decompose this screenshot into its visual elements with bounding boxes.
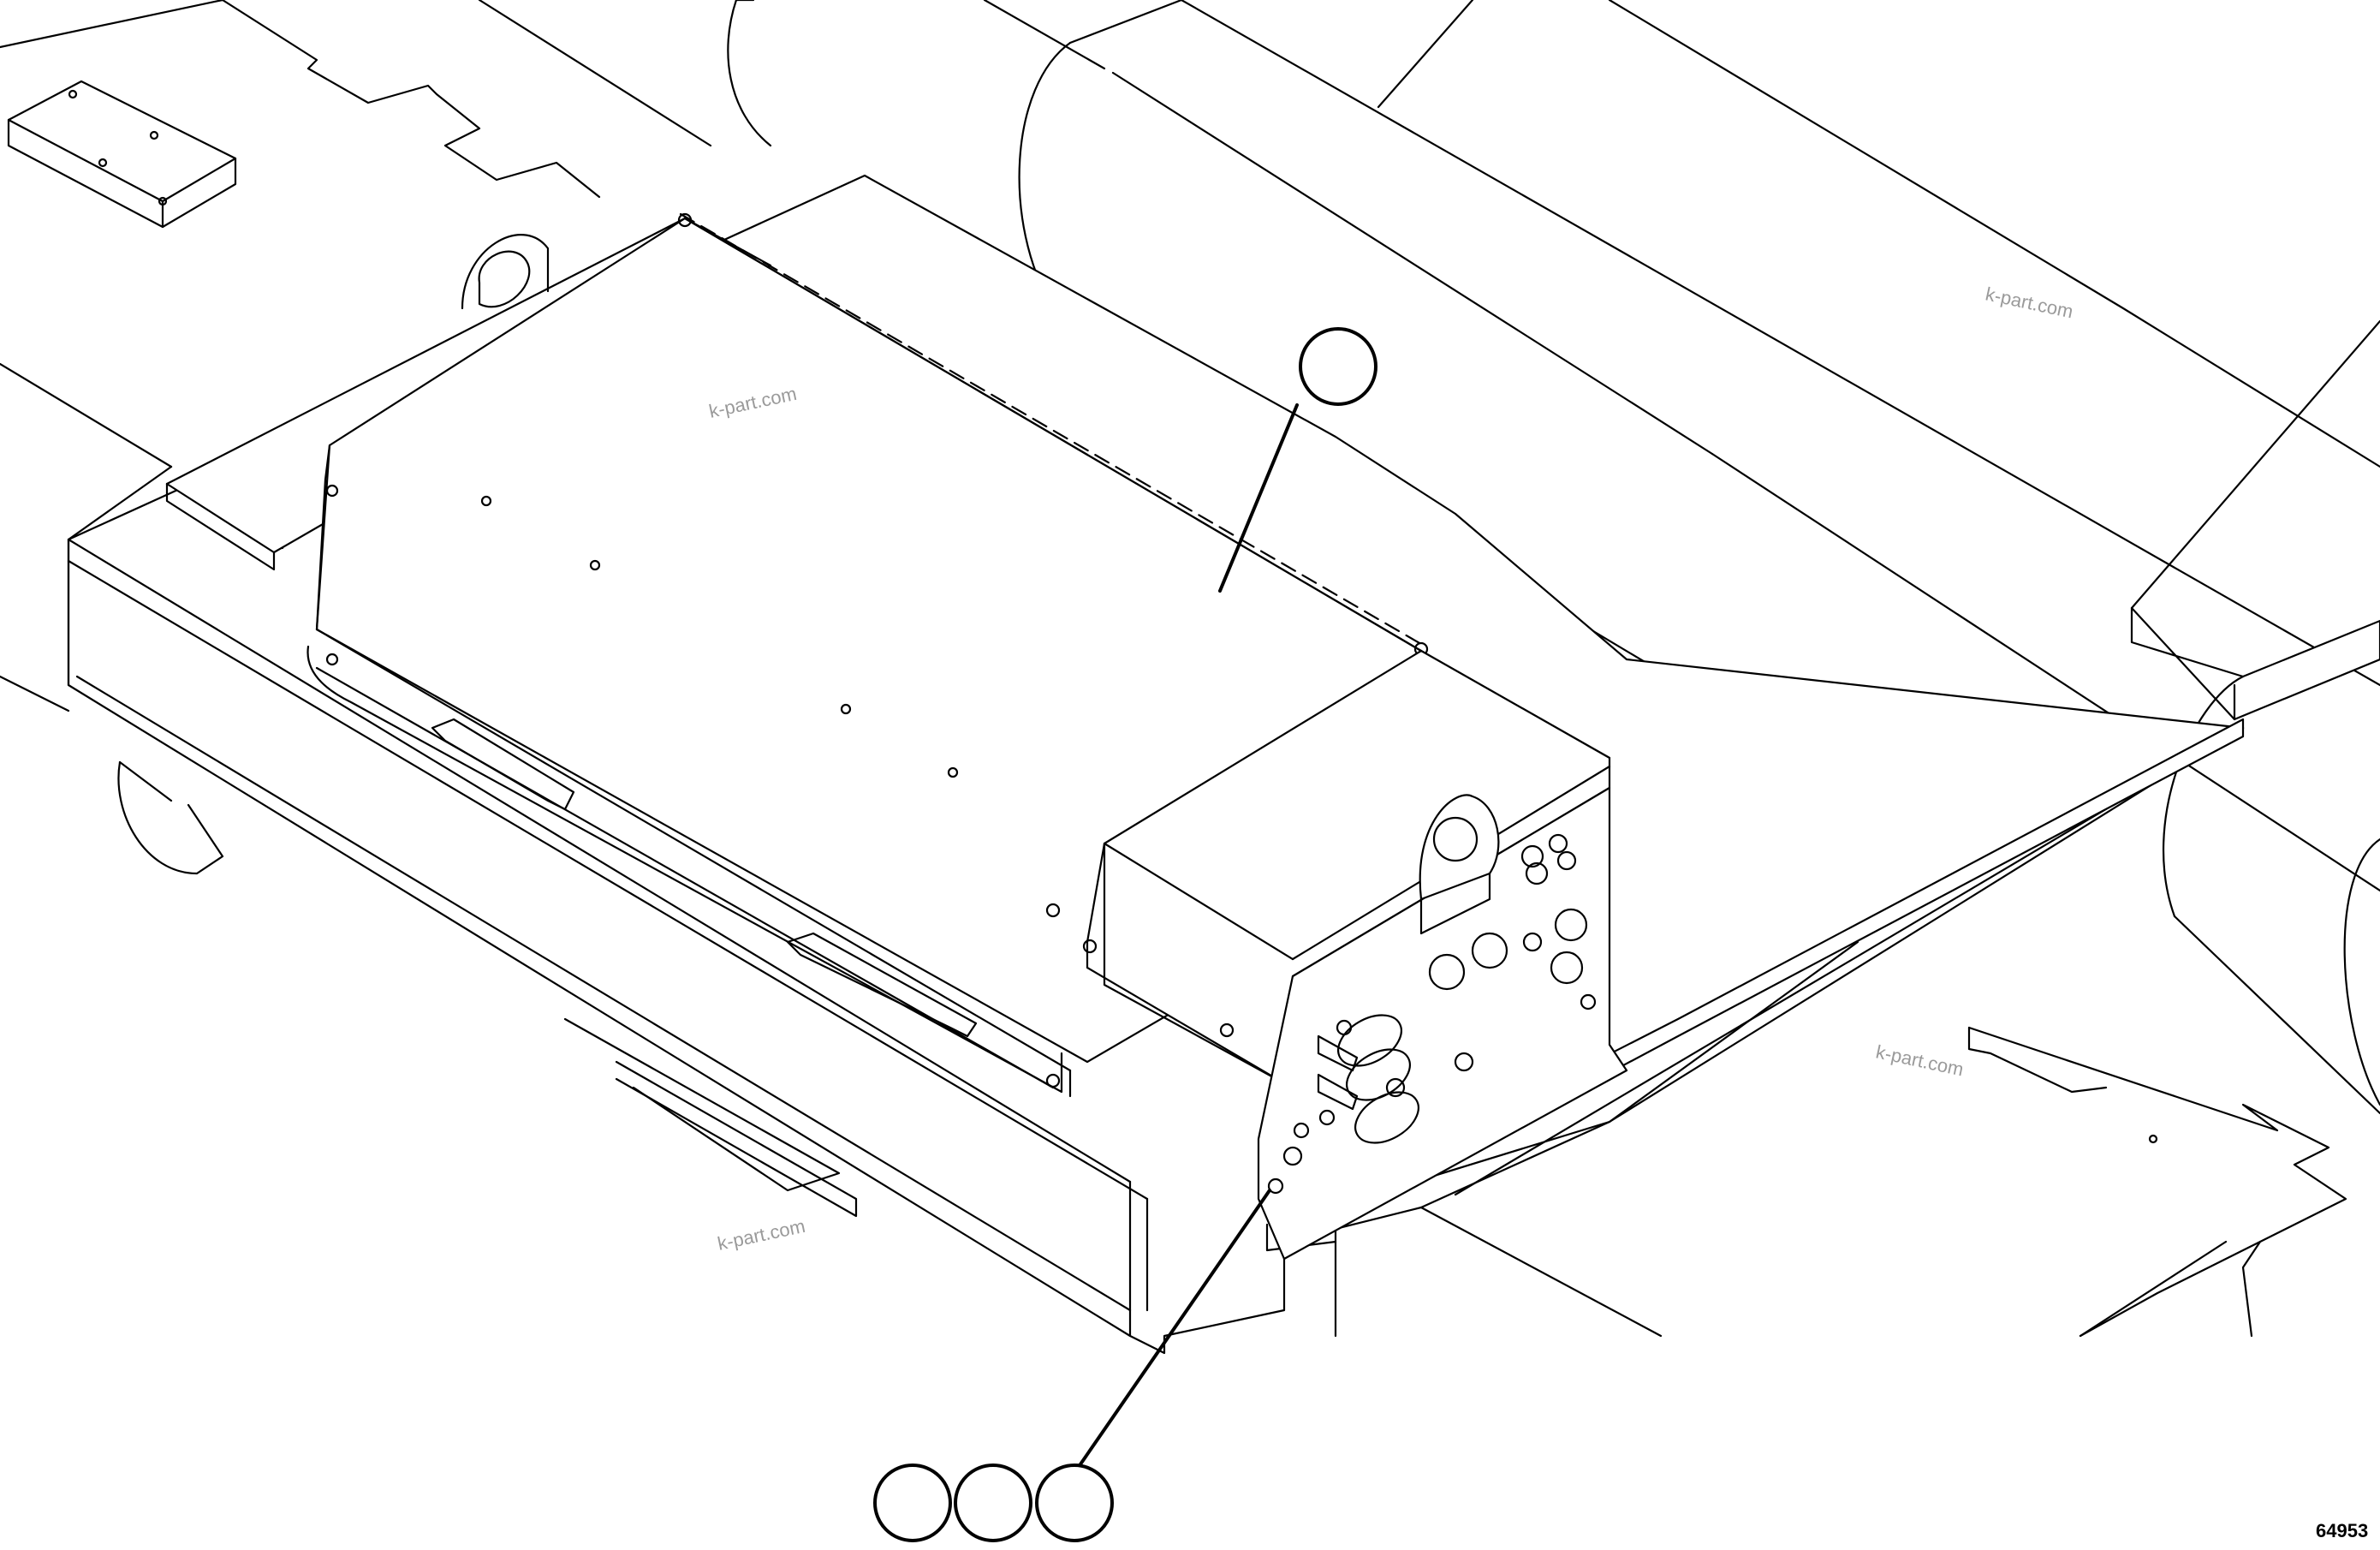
frame-rails <box>0 0 2380 892</box>
watermark-text: k-part.com <box>1874 1040 1966 1080</box>
bottom-callout-bubble-3 <box>1035 1464 1114 1542</box>
callout-leaders <box>1073 403 1299 1475</box>
watermark-text: k-part.com <box>1984 283 2075 322</box>
main-callout-bubble <box>1299 327 1377 406</box>
end-box <box>325 484 1628 1261</box>
bottom-leader-line <box>1073 1189 1271 1475</box>
upper-left-plate <box>0 0 601 229</box>
cover-handles <box>431 718 978 1038</box>
bottom-callout-bubble-2 <box>954 1464 1032 1542</box>
callout-bubbles <box>873 327 1377 1542</box>
main-leader-line <box>1218 403 1299 593</box>
watermark-text: k-part.com <box>716 1215 807 1255</box>
figure-number: 64953 <box>2316 1520 2368 1541</box>
bottom-callout-bubble-1 <box>873 1464 952 1542</box>
